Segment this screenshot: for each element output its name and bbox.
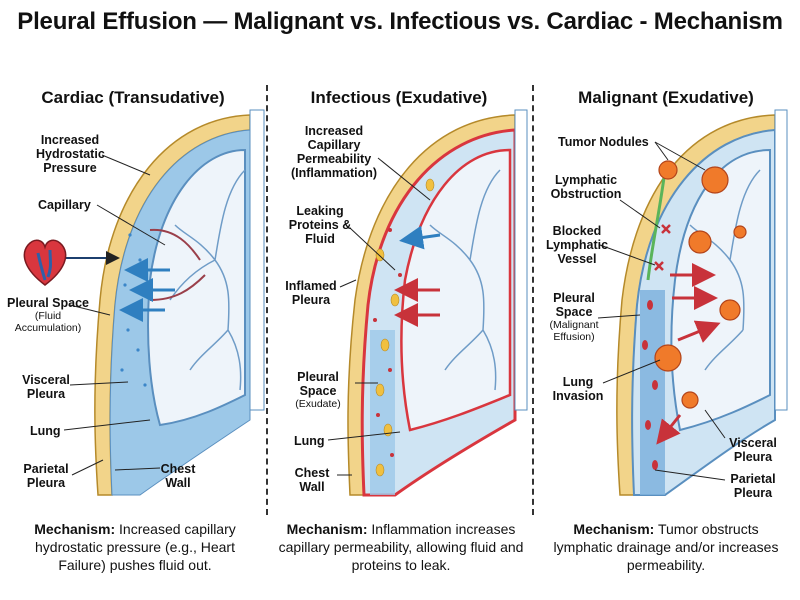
- divider-right: [532, 85, 534, 515]
- label-lymphatic-obstruction: Lymphatic Obstruction: [550, 173, 622, 201]
- label-blocked-lymphatic-vessel: Blocked Lymphatic Vessel: [546, 224, 609, 266]
- label-pleural-space-cardiac: Pleural Space (Fluid Accumulation): [2, 296, 94, 334]
- label-lung-cardiac: Lung: [30, 424, 61, 438]
- malignant-mechanism-label: Mechanism:: [573, 521, 655, 537]
- malignant-illustration: [616, 109, 788, 496]
- label-visceral-pleura-cardiac: Visceral Pleura: [22, 373, 70, 401]
- pleural-space-malignant-sub: (Malignant Effusion): [549, 319, 599, 343]
- label-lung-invasion: Lung Invasion: [552, 375, 604, 403]
- label-leaking-proteins-fluid: Leaking Proteins & Fluid: [288, 204, 352, 246]
- infectious-panel-title: Infectious (Exudative): [310, 88, 488, 107]
- cardiac-illustration: [65, 109, 265, 496]
- label-pleural-space-infectious: Pleural Space (Exudate): [282, 370, 354, 410]
- heart-icon: [23, 239, 67, 286]
- page-title: Pleural Effusion — Malignant vs. Infecti…: [17, 8, 783, 35]
- infectious-illustration: [347, 109, 528, 497]
- malignant-panel-title: Malignant (Exudative): [578, 88, 754, 107]
- infectious-mechanism-text: Inflammation increases capillary permeab…: [278, 521, 524, 573]
- label-tumor-nodules: Tumor Nodules: [558, 135, 649, 149]
- pleural-space-infectious-text: Pleural Space: [297, 370, 339, 398]
- label-increased-hydrostatic-pressure: Increased Hydrostatic Pressure: [36, 133, 105, 175]
- label-chest-wall-infectious: Chest Wall: [294, 466, 330, 494]
- cardiac-panel-title: Cardiac (Transudative): [41, 88, 225, 107]
- label-parietal-pleura-malignant: Parietal Pleura: [730, 472, 776, 500]
- label-chest-wall-cardiac: Chest Wall: [160, 462, 196, 490]
- malignant-mechanism-text: Tumor obstructs lymphatic drainage and/o…: [553, 521, 779, 573]
- pleural-space-cardiac-text: Pleural Space: [7, 296, 89, 310]
- label-pleural-space-malignant: Pleural Space (Malignant Effusion): [536, 291, 612, 343]
- cardiac-mechanism-label: Mechanism:: [34, 521, 116, 537]
- infectious-mechanism-label: Mechanism:: [286, 521, 368, 537]
- label-lung-infectious: Lung: [294, 434, 325, 448]
- pleural-space-cardiac-sub: (Fluid Accumulation): [14, 310, 82, 334]
- cardiac-mechanism-text: Increased capillary hydrostatic pressure…: [35, 521, 236, 573]
- malignant-mechanism: Mechanism: Tumor obstructs lymphatic dra…: [548, 520, 784, 574]
- cardiac-mechanism: Mechanism: Increased capillary hydrostat…: [10, 520, 260, 574]
- pleural-space-infectious-sub: (Exudate): [295, 398, 341, 410]
- label-parietal-pleura-cardiac: Parietal Pleura: [23, 462, 69, 490]
- label-visceral-pleura-malignant: Visceral Pleura: [729, 436, 777, 464]
- pleural-space-malignant-text: Pleural Space: [553, 291, 595, 319]
- cardiac-lung: [147, 148, 246, 427]
- label-inflamed-pleura: Inflamed Pleura: [285, 279, 337, 307]
- divider-left: [266, 85, 268, 515]
- label-increased-capillary-permeability: Increased Capillary Permeability (Inflam…: [290, 124, 378, 180]
- label-capillary: Capillary: [38, 198, 91, 212]
- infectious-mechanism: Mechanism: Inflammation increases capill…: [276, 520, 526, 574]
